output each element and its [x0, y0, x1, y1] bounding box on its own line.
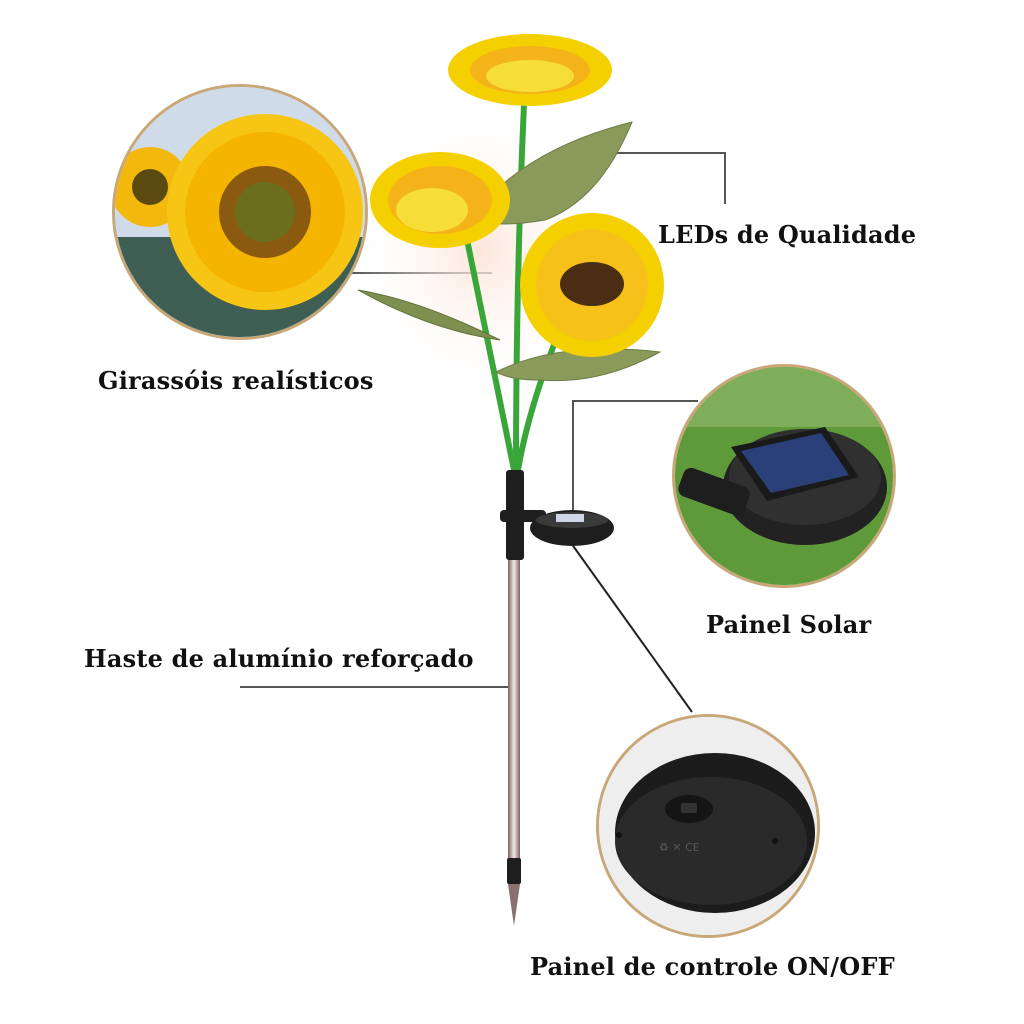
svg-text:♻ ✕ CE: ♻ ✕ CE	[659, 841, 700, 854]
leader-line-stake	[240, 686, 512, 688]
callout-stake-label: Haste de alumínio reforçado	[84, 644, 474, 673]
sunflower-middle	[370, 152, 510, 248]
callout-solar-label: Painel Solar	[706, 610, 872, 639]
leader-line-leds-horizontal	[560, 152, 726, 154]
sunflower-top	[448, 34, 612, 106]
callout-sunflowers-label: Girassóis realísticos	[98, 366, 374, 395]
sunflower-front	[520, 213, 664, 357]
callout-switch-label: Painel de controle ON/OFF	[530, 952, 895, 981]
solar-panel-closeup-image	[672, 364, 896, 588]
callout-leds-label: LEDs de Qualidade	[658, 220, 917, 249]
leader-line-solar-vertical	[572, 400, 574, 512]
switch-panel-closeup-image: ♻ ✕ CE	[596, 714, 820, 938]
sunflower-closeup-image	[112, 84, 368, 340]
leader-line-leds-vertical	[724, 152, 726, 204]
leader-line-solar-horizontal	[572, 400, 698, 402]
